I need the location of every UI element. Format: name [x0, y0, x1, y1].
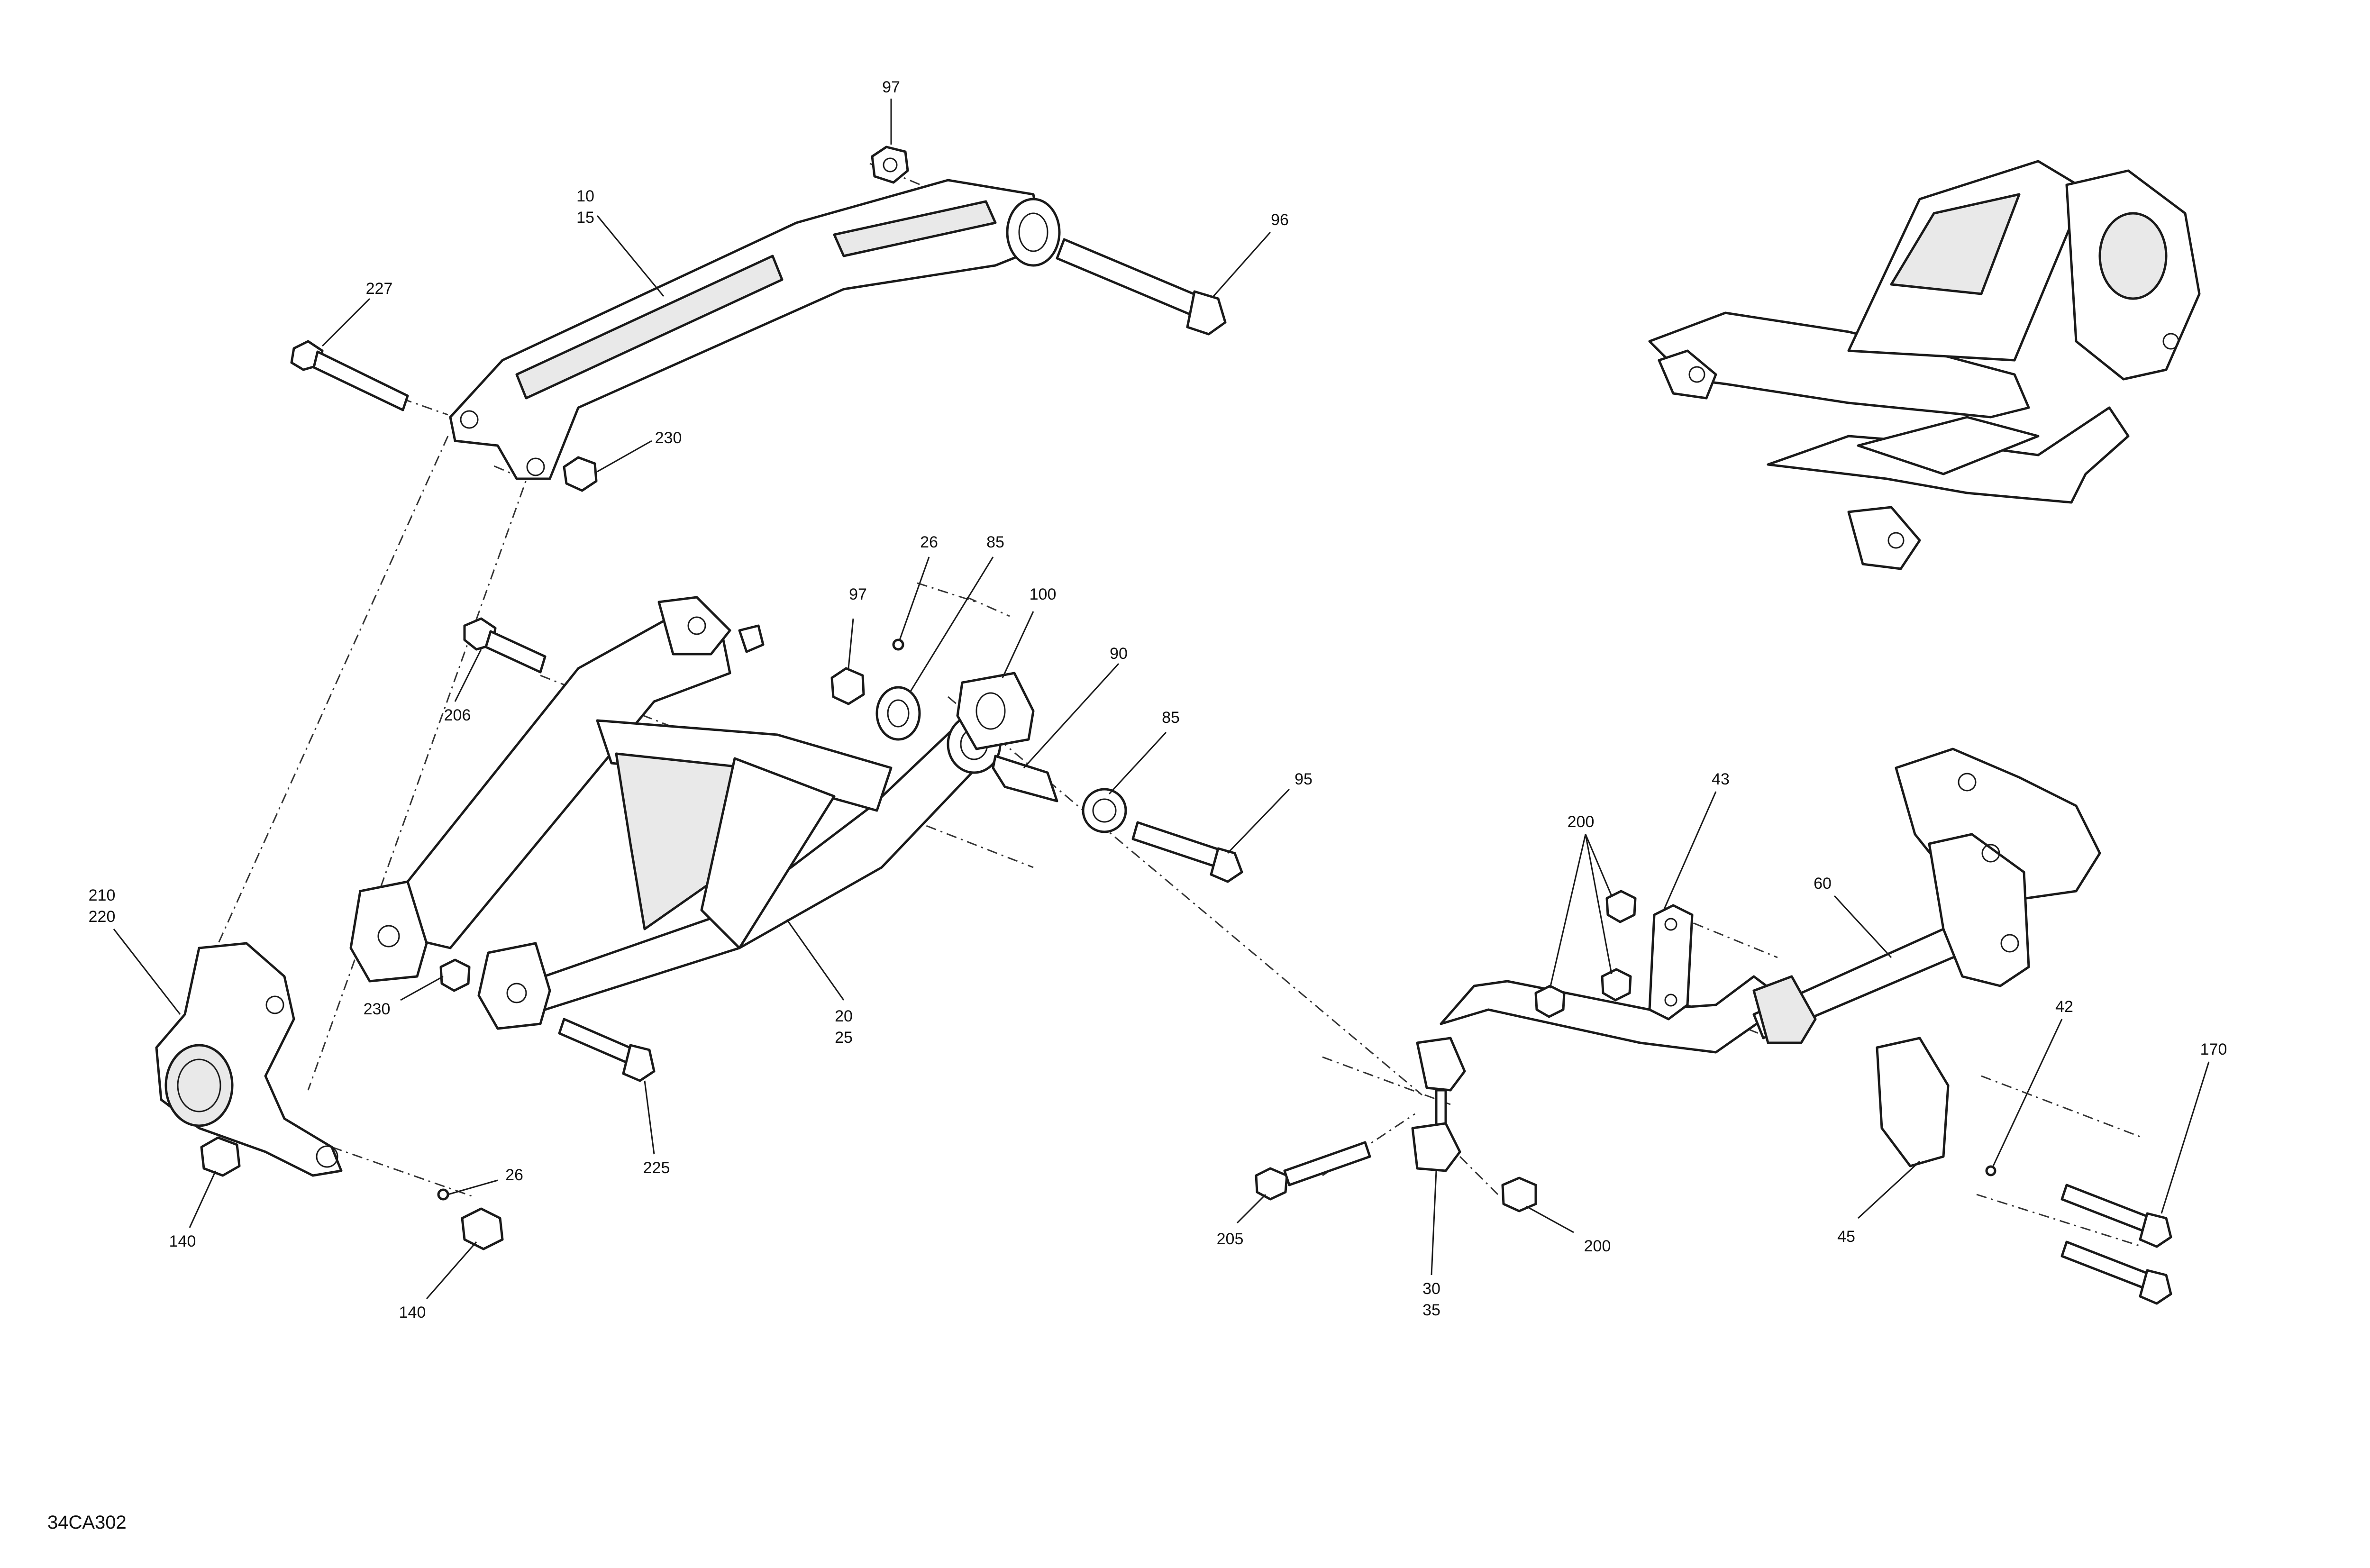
callout-100: 100 — [1030, 585, 1057, 603]
knuckle — [155, 942, 343, 1177]
callout-85-mid: 85 — [1162, 709, 1180, 727]
callout-10: 10 — [576, 187, 594, 205]
nut-230-top — [563, 456, 598, 492]
callout-60: 60 — [1814, 875, 1832, 893]
callout-225: 225 — [643, 1159, 670, 1177]
callout-230-low: 230 — [364, 1000, 391, 1018]
callout-85-top: 85 — [986, 533, 1004, 551]
callout-205: 205 — [1217, 1230, 1244, 1248]
callout-140-left: 140 — [169, 1232, 196, 1250]
callout-200-top: 200 — [1568, 813, 1595, 831]
nut-230-low — [439, 958, 471, 992]
callout-227: 227 — [366, 280, 393, 298]
callout-96: 96 — [1271, 211, 1289, 229]
callout-26-mid: 26 — [920, 533, 938, 551]
assembly-lines — [198, 163, 2143, 1248]
callout-97-mid: 97 — [849, 585, 867, 603]
callout-43: 43 — [1712, 770, 1730, 788]
diagram-code: 34CA302 — [47, 1512, 127, 1533]
callout-230-top: 230 — [655, 429, 682, 447]
callout-26-low: 26 — [505, 1166, 523, 1184]
upper-control-arm — [449, 179, 1061, 480]
stabilizer-hardware — [1255, 890, 2172, 1305]
callout-35: 35 — [1422, 1301, 1440, 1319]
leader-lines — [113, 99, 2210, 1299]
stabilizer-bar-assembly — [1411, 748, 2101, 1172]
callout-25: 25 — [835, 1029, 853, 1047]
callout-90: 90 — [1110, 645, 1128, 663]
bolt-225 — [558, 1018, 656, 1082]
callout-206: 206 — [444, 706, 471, 724]
callouts: 97 10 15 96 227 230 26 85 97 100 90 85 9… — [89, 78, 2227, 1322]
bolt-227 — [290, 340, 409, 411]
callout-30: 30 — [1422, 1280, 1440, 1298]
assembled-suspension-view — [1648, 160, 2201, 570]
callout-45: 45 — [1837, 1228, 1855, 1246]
callout-97-top: 97 — [882, 78, 900, 96]
callout-42: 42 — [2055, 998, 2073, 1016]
bolt-96 — [1056, 238, 1227, 336]
bolt-206 — [463, 617, 547, 674]
callout-220: 220 — [89, 908, 116, 926]
callout-140-low: 140 — [399, 1304, 426, 1322]
callout-15: 15 — [576, 209, 594, 227]
callout-200-low: 200 — [1584, 1237, 1611, 1255]
callout-95: 95 — [1294, 770, 1313, 788]
callout-210: 210 — [89, 886, 116, 904]
callout-20: 20 — [835, 1007, 853, 1025]
nut-97-top — [871, 146, 909, 184]
knuckle-hardware — [200, 1136, 504, 1250]
bushing-stack — [830, 638, 1243, 883]
callout-170: 170 — [2200, 1040, 2227, 1058]
lower-a-arm — [349, 596, 1002, 1030]
